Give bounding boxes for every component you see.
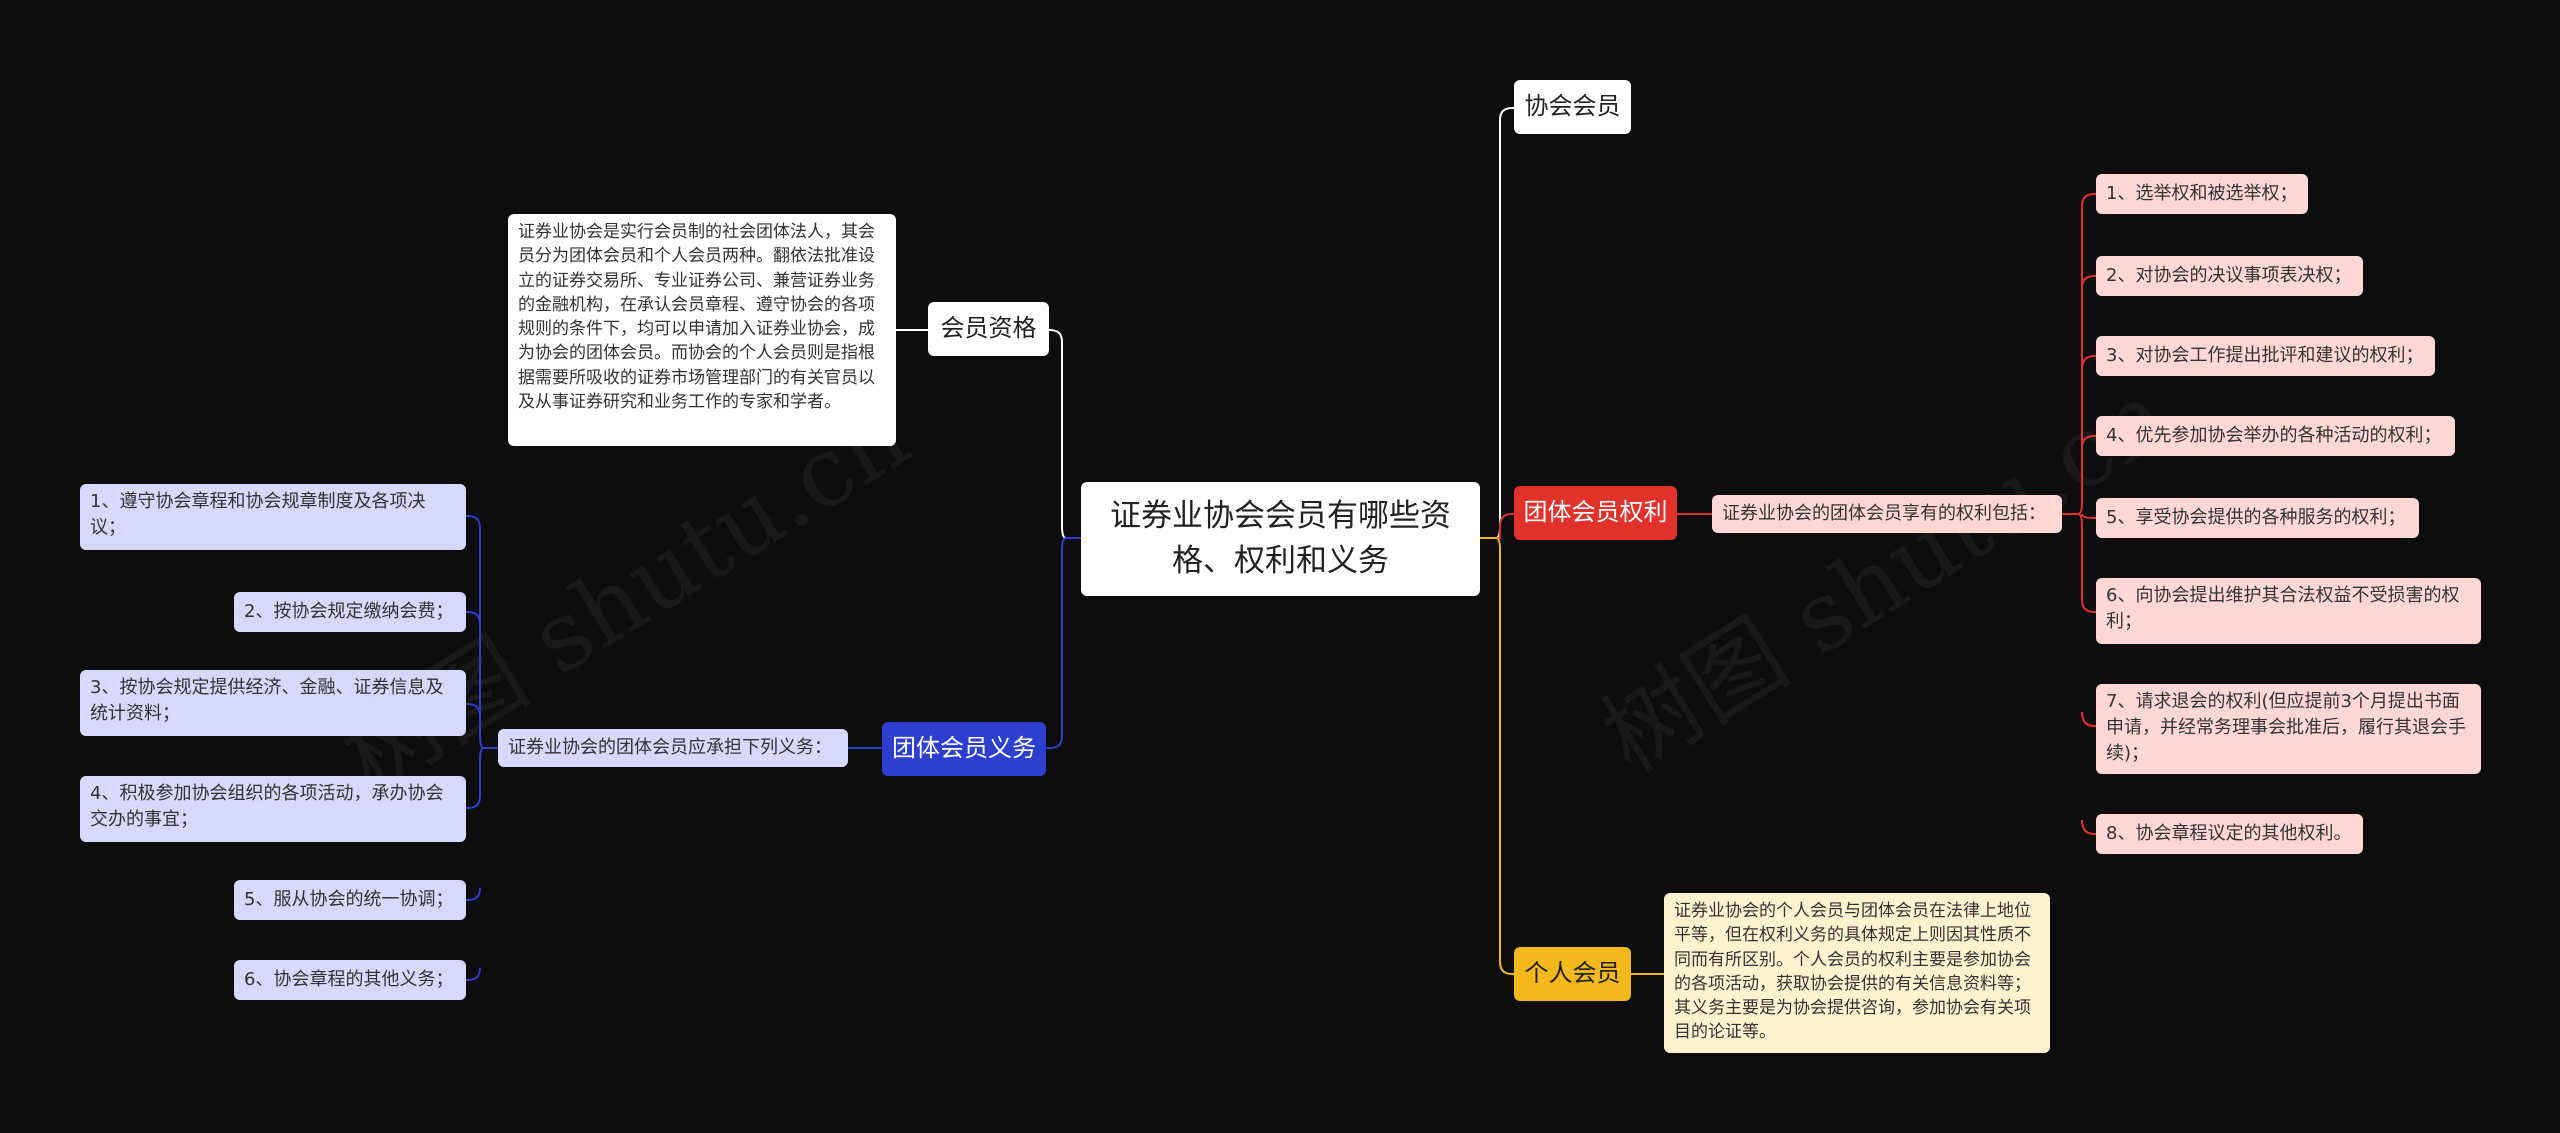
branch-qualification[interactable]: 会员资格: [928, 302, 1049, 356]
edge-right-item-8: [2081, 819, 2096, 835]
duty-item-5-label: 5、服从协会的统一协调；: [244, 888, 454, 910]
duties-intro[interactable]: 证券业协会的团体会员应承担下列义务：: [498, 729, 848, 767]
duty-item-1-label: 1、遵守协会章程和协会规章制度及各项决议；: [90, 491, 426, 539]
edge-right-item-7: [2081, 711, 2096, 727]
duty-item-1[interactable]: 1、遵守协会章程和协会规章制度及各项决议；: [80, 484, 466, 550]
right-item-3-label: 3、对协会工作提出批评和建议的权利；: [2106, 344, 2424, 366]
edge-root-individual: [1480, 537, 1514, 975]
duty-item-4-label: 4、积极参加协会组织的各项活动，承办协会交办的事宜；: [90, 783, 444, 831]
edge-right-item-2: [2081, 275, 2096, 300]
qualification-text-body: 证券业协会是实行会员制的社会团体法人，其会员分为团体会员和个人会员两种。翻依法批…: [518, 222, 875, 413]
edge-duty-item-3: [466, 703, 481, 717]
edge-root-duties: [1046, 537, 1081, 749]
edge-duty-item-2: [466, 611, 481, 625]
root-title: 证券业协会会员有哪些资格、权利和义务: [1110, 498, 1451, 579]
right-item-8[interactable]: 8、协会章程议定的其他权利。: [2096, 814, 2363, 854]
branch-group-rights[interactable]: 团体会员权利: [1514, 486, 1677, 540]
rights-intro[interactable]: 证券业协会的团体会员享有的权利包括：: [1712, 495, 2062, 533]
right-item-7-label: 7、请求退会的权利(但应提前3个月提出书面申请，并经常务理事会批准后，履行其退会…: [2106, 691, 2466, 765]
right-item-2-label: 2、对协会的决议事项表决权；: [2106, 264, 2352, 286]
edge-root-membership: [1480, 107, 1514, 539]
root-topic[interactable]: 证券业协会会员有哪些资格、权利和义务: [1081, 482, 1480, 596]
right-item-2[interactable]: 2、对协会的决议事项表决权；: [2096, 256, 2363, 296]
duty-item-5[interactable]: 5、服从协会的统一协调；: [234, 880, 466, 920]
rights-intro-label: 证券业协会的团体会员享有的权利包括：: [1722, 502, 2046, 524]
edge-root-rights: [1480, 513, 1514, 539]
branch-qualification-label: 会员资格: [940, 314, 1037, 343]
duty-item-3[interactable]: 3、按协会规定提供经济、金融、证券信息及统计资料；: [80, 670, 466, 736]
branch-membership[interactable]: 协会会员: [1514, 80, 1631, 134]
branch-group-duties-label: 团体会员义务: [892, 734, 1036, 763]
edge-duty-item-5: [466, 887, 481, 901]
right-item-5-label: 5、享受协会提供的各种服务的权利；: [2106, 506, 2406, 528]
individual-text-body: 证券业协会的个人会员与团体会员在法律上地位平等，但在权利义务的具体规定上则因其性…: [1674, 901, 2031, 1043]
right-item-1-label: 1、选举权和被选举权；: [2106, 182, 2298, 204]
individual-text[interactable]: 证券业协会的个人会员与团体会员在法律上地位平等，但在权利义务的具体规定上则因其性…: [1664, 893, 2050, 1053]
duty-item-2-label: 2、按协会规定缴纳会费；: [244, 600, 454, 622]
right-item-6-label: 6、向协会提出维护其合法权益不受损害的权利；: [2106, 585, 2460, 633]
duty-item-6-label: 6、协会章程的其他义务；: [244, 968, 454, 990]
branch-group-rights-label: 团体会员权利: [1523, 498, 1668, 527]
right-item-6[interactable]: 6、向协会提出维护其合法权益不受损害的权利；: [2096, 578, 2481, 644]
edge-duty-item-1: [466, 515, 498, 749]
right-item-4-label: 4、优先参加协会举办的各种活动的权利；: [2106, 424, 2442, 446]
edge-right-item-3: [2081, 355, 2096, 371]
right-item-4[interactable]: 4、优先参加协会举办的各种活动的权利；: [2096, 416, 2455, 456]
branch-individual[interactable]: 个人会员: [1514, 947, 1631, 1001]
right-item-8-label: 8、协会章程议定的其他权利。: [2106, 822, 2352, 844]
edge-right-item-6: [2062, 513, 2096, 613]
branch-group-duties[interactable]: 团体会员义务: [882, 722, 1046, 776]
edge-right-item-4: [2081, 435, 2096, 449]
right-item-1[interactable]: 1、选举权和被选举权；: [2096, 174, 2308, 214]
qualification-text[interactable]: 证券业协会是实行会员制的社会团体法人，其会员分为团体会员和个人会员两种。翻依法批…: [508, 214, 896, 446]
branch-membership-label: 协会会员: [1524, 92, 1621, 121]
duty-item-3-label: 3、按协会规定提供经济、金融、证券信息及统计资料；: [90, 677, 444, 725]
right-item-3[interactable]: 3、对协会工作提出批评和建议的权利；: [2096, 336, 2435, 376]
right-item-7[interactable]: 7、请求退会的权利(但应提前3个月提出书面申请，并经常务理事会批准后，履行其退会…: [2096, 684, 2481, 774]
edge-right-item-5: [2081, 513, 2096, 519]
edge-root-qualification: [1049, 329, 1081, 539]
edge-duty-item-6: [466, 967, 481, 981]
right-item-5[interactable]: 5、享受协会提供的各种服务的权利；: [2096, 498, 2419, 538]
branch-individual-label: 个人会员: [1524, 959, 1621, 988]
duty-item-6[interactable]: 6、协会章程的其他义务；: [234, 960, 466, 1000]
edge-right-item-1: [2062, 193, 2096, 515]
edge-duty-item-4: [466, 747, 498, 809]
duty-item-4[interactable]: 4、积极参加协会组织的各项活动，承办协会交办的事宜；: [80, 776, 466, 842]
duty-item-2[interactable]: 2、按协会规定缴纳会费；: [234, 592, 466, 632]
duties-intro-label: 证券业协会的团体会员应承担下列义务：: [508, 736, 832, 758]
